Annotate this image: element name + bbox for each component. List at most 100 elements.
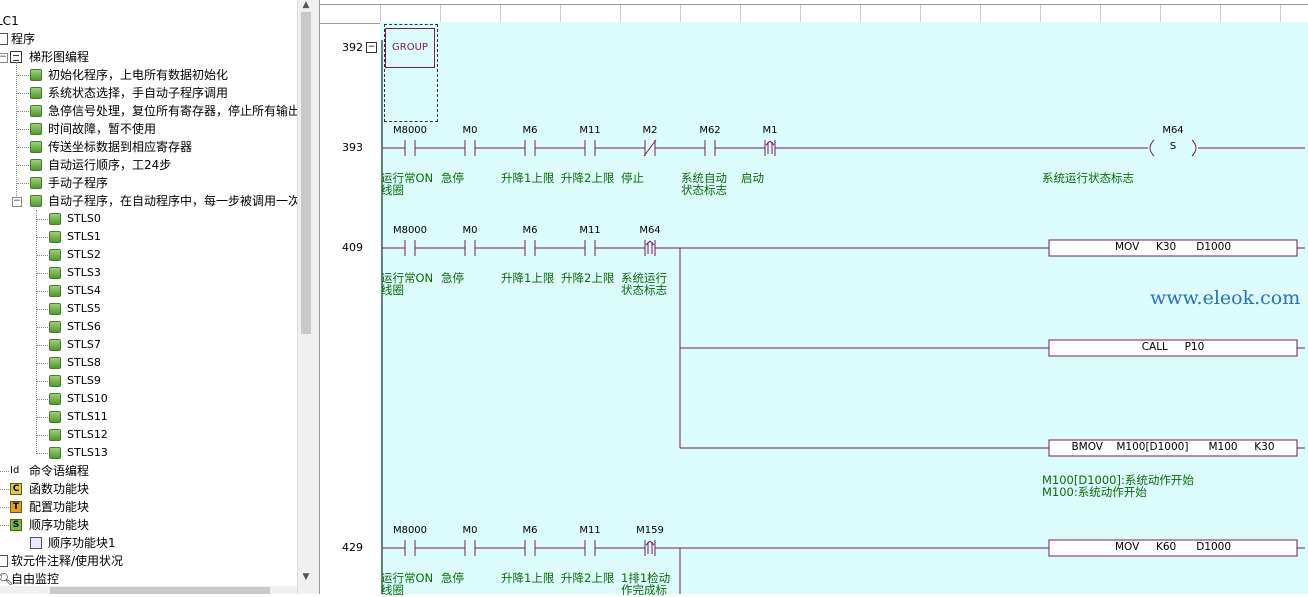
set-coil: [1149, 139, 1197, 157]
tree-guide: [37, 435, 48, 436]
ruler-tick: [800, 5, 801, 23]
tree-guide: [37, 417, 48, 418]
tree-guide: [36, 210, 37, 454]
instruction-text: MOV K60 D1000: [1114, 541, 1232, 553]
collapse-icon[interactable]: −: [366, 42, 377, 53]
tree-device-comment-label: 软元件注释/使用状况: [11, 554, 124, 568]
device-label: M8000: [392, 225, 428, 236]
tree-stl-item-label: STLS8: [67, 356, 101, 369]
tree-guide: [17, 183, 29, 184]
tree-guide: [37, 255, 48, 256]
ruler-tick: [380, 5, 381, 23]
tree-stl-item-label: STLS1: [67, 230, 101, 243]
tree-sfc-block1-label: 顺序功能块1: [48, 536, 116, 550]
group-block[interactable]: [384, 24, 438, 122]
tree-guide: [0, 471, 9, 472]
device-comment: 系统运行 状态标志: [621, 271, 667, 297]
program-icon: [30, 69, 42, 81]
device-label: M11: [579, 525, 601, 536]
ruler-tick: [500, 5, 501, 23]
tree-guide: [37, 291, 48, 292]
ruler-tick: [1160, 5, 1161, 23]
tree-stl-item-label: STLS6: [67, 320, 101, 333]
function-block-icon: C: [10, 483, 22, 495]
device-comment: 升降2上限: [561, 571, 615, 585]
pulse-arrow: [769, 140, 775, 146]
ladder-canvas[interactable]: [380, 22, 1308, 594]
program-icon: [30, 195, 42, 207]
program-icon: [30, 177, 42, 189]
tree-stl-item-label: STLS3: [67, 266, 101, 279]
tree-stl-item-label: STLS4: [67, 284, 101, 297]
step-number: 429: [342, 541, 363, 554]
device-label: M0: [462, 525, 478, 536]
device-comment: 运行常ON 线圈: [381, 271, 434, 297]
tree-program-item-label: 自动运行顺序，工24步: [48, 158, 172, 172]
tree-stl-item-label: STLS11: [67, 410, 108, 423]
coil-symbol: S: [1169, 141, 1177, 152]
tree-guide: [17, 75, 29, 76]
pulse-arrow: [645, 240, 651, 246]
device-comment: 急停: [441, 571, 464, 585]
device-comment: 急停: [441, 271, 464, 285]
step-number: 392: [342, 41, 363, 54]
instruction-list-icon: Id: [10, 465, 20, 476]
collapse-icon[interactable]: −: [12, 196, 22, 207]
program-icon: [49, 393, 61, 405]
scrollbar-thumb[interactable]: [50, 587, 270, 594]
monitor-icon: 🔍︎: [0, 572, 14, 586]
device-comment: 升降1上限: [501, 571, 555, 585]
tree-stl-item-label: STLS10: [67, 392, 108, 405]
device-label: M6: [522, 225, 538, 236]
tree-guide: [37, 273, 48, 274]
tree-horizontal-scrollbar[interactable]: [0, 586, 297, 594]
tree-guide: [37, 219, 48, 220]
program-icon: [49, 411, 61, 423]
program-icon: [49, 357, 61, 369]
program-icon: [49, 447, 61, 459]
ruler-tick: [1100, 5, 1101, 23]
program-icon: [49, 375, 61, 387]
tree-program-label: 程序: [11, 32, 36, 46]
tree-vertical-scrollbar[interactable]: ▲ ▼: [297, 0, 314, 594]
tree-stl-item-label: STLS9: [67, 374, 101, 387]
program-icon: [49, 267, 61, 279]
tree-category-label: 函数功能块: [29, 482, 90, 496]
ruler-tick: [1040, 5, 1041, 23]
device-label: M8000: [392, 125, 428, 136]
ruler-tick: [740, 5, 741, 23]
pane-splitter[interactable]: [313, 0, 320, 594]
ruler-tick: [440, 5, 441, 23]
tree-guide: [16, 62, 17, 202]
device-label: M159: [636, 525, 664, 536]
tree-stl-item-label: STLS5: [67, 302, 101, 315]
tree-guide: [37, 309, 48, 310]
tree-root-label: LC1: [0, 14, 19, 28]
device-comment: 1排1检动 作完成标: [621, 571, 671, 597]
pulse-arrow: [649, 540, 655, 546]
tree-program-item-label: 自动子程序，在自动程序中，每一步被调用一次: [48, 194, 297, 208]
tree-guide: [17, 165, 29, 166]
instruction-text: BMOV M100[D1000] M100 K30: [1071, 441, 1275, 453]
scrollbar-thumb[interactable]: [301, 12, 311, 334]
device-comment: 升降1上限: [501, 171, 555, 185]
sfc-block-icon: [30, 537, 42, 549]
tree-free-monitor-label: 自由监控: [11, 572, 60, 586]
ruler-tick: [620, 5, 621, 23]
coil-comment: 系统运行状态标志: [1042, 171, 1134, 185]
step-number: 409: [342, 241, 363, 254]
program-icon: [49, 339, 61, 351]
tree-guide: [37, 381, 48, 382]
ruler-tick: [680, 5, 681, 23]
scroll-up-icon[interactable]: ▲: [302, 0, 310, 10]
collapse-icon[interactable]: −: [0, 52, 8, 63]
ladder-diagram[interactable]: [320, 0, 1308, 594]
project-tree[interactable]: LC1 程序 − 梯形图编程 初始化程序，上电所有数据初始化系统状态选择，手自动…: [0, 0, 297, 594]
tree-guide: [0, 525, 9, 526]
device-label: M1: [762, 125, 778, 136]
tree-guide: [0, 489, 9, 490]
scroll-down-icon[interactable]: ▼: [302, 572, 310, 582]
watermark: www.eleok.com: [1150, 287, 1301, 309]
program-icon: [30, 123, 42, 135]
